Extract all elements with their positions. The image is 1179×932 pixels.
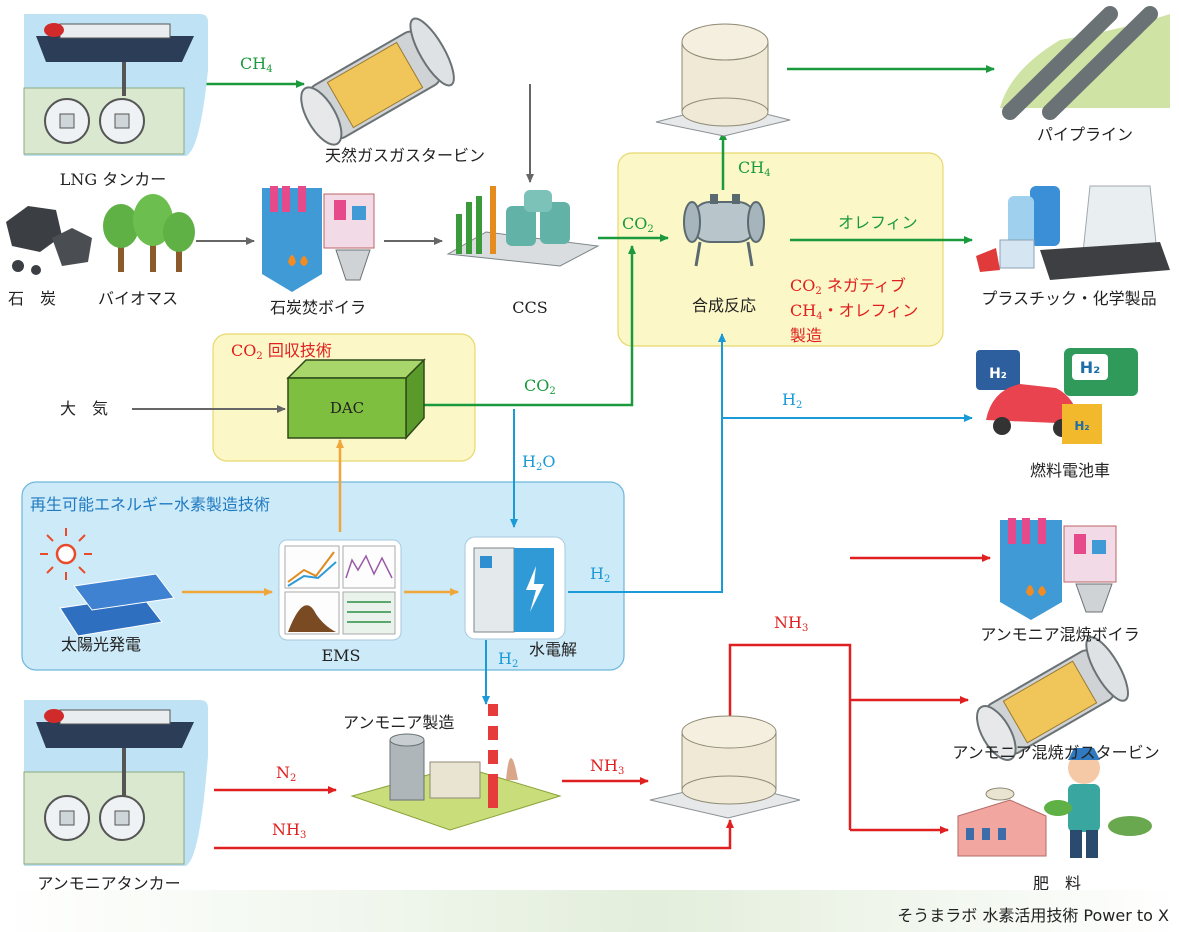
electrolysis-icon: [464, 536, 566, 640]
ems-icon: [278, 539, 402, 641]
fertilizer-label: 肥 料: [1032, 874, 1082, 893]
flow-label-olefin: オレフィン: [838, 213, 918, 232]
arrow-nh3-trunk: [728, 643, 852, 830]
ammonia-plant-label: アンモニア製造: [343, 713, 455, 732]
footer-band: [0, 890, 1179, 932]
electrolysis-label: 水電解: [529, 640, 578, 659]
synthesis-reactor-icon: [683, 194, 765, 267]
biomass-label: バイオマス: [98, 289, 179, 308]
dac-label: DAC: [329, 399, 365, 417]
pipeline-label: パイプライン: [1036, 125, 1134, 144]
ammonia-turbine-label: アンモニア混焼ガスタービン: [952, 743, 1160, 762]
solar-panel-icon: [40, 528, 175, 637]
coal-icon: [6, 206, 92, 275]
gas-turbine-label: 天然ガスガスタービン: [324, 146, 486, 165]
biomass-icon: [103, 194, 195, 272]
plastics-icon: [976, 185, 1170, 280]
co2-capture-title: CO2 回収技術: [231, 341, 332, 362]
coal-label: 石 炭: [8, 289, 57, 308]
solar-label: 太陽光発電: [60, 635, 142, 654]
coal-boiler-icon: [262, 186, 375, 292]
fertilizer-icon: [957, 748, 1152, 858]
ammonia-tanker-label: アンモニアタンカー: [37, 874, 181, 893]
ammonia-boiler-label: アンモニア混焼ボイラ: [980, 625, 1140, 644]
flow-label-h2o: H2O: [522, 452, 556, 473]
flow-label-n2: N2: [276, 763, 297, 784]
arrow-tanker-nh3: [214, 819, 734, 850]
svg-text:H₂: H₂: [989, 366, 1007, 382]
fcv-label: 燃料電池車: [1029, 461, 1111, 480]
flow-label-co2-dac: CO2: [524, 376, 556, 397]
ammonia-tanker-icon: [23, 700, 208, 866]
fuel-cell-vehicle-icon: H₂ H₂ H₂: [976, 348, 1138, 444]
lng-tanker-label: LNG タンカー: [59, 170, 167, 189]
flow-label-ch4-synthesis: CH4: [738, 158, 771, 179]
ems-label: EMS: [321, 646, 361, 665]
flow-label-h2-down: H2: [498, 649, 519, 670]
footer-caption: そうまラボ 水素活用技術 Power to X: [897, 906, 1169, 925]
dac-box: [286, 358, 426, 440]
coal-boiler-label: 石炭焚ボイラ: [269, 298, 367, 317]
gas-turbine-icon: [300, 17, 455, 146]
ccs-icon: [446, 186, 600, 267]
pipeline-icon: [1000, 6, 1170, 120]
svg-text:H₂: H₂: [1080, 358, 1100, 377]
ammonia-plant-icon: [350, 704, 562, 831]
plastics-label: プラスチック・化学製品: [981, 289, 1157, 308]
lng-tanker-icon: [23, 14, 208, 156]
renewable-h2-title: 再生可能エネルギー水素製造技術: [30, 495, 271, 514]
negative-emission-note: CO2 ネガティブ CH4・オレフィン 製造: [790, 276, 919, 345]
flow-label-co2-ccs: CO2: [622, 214, 654, 235]
svg-text:H₂: H₂: [1074, 419, 1089, 433]
flow-label-h2-fcv: H2: [782, 390, 803, 411]
ccs-label: CCS: [512, 298, 548, 317]
flow-label-nh3-tanker: NH3: [272, 820, 307, 841]
flow-label-nh3-plant: NH3: [590, 756, 625, 777]
arrow-dac-co2: [422, 245, 636, 407]
storage-tank-top-icon: [655, 23, 791, 137]
synthesis-group-box: [617, 152, 944, 347]
flow-label-nh3-split: NH3: [774, 613, 809, 634]
flow-label-ch4-top: CH4: [240, 54, 273, 75]
ammonia-boiler-icon: [1000, 518, 1117, 620]
flow-label-h2-electrolysis: H2: [590, 564, 611, 585]
synthesis-label: 合成反応: [691, 296, 757, 315]
air-label: 大 気: [60, 399, 109, 418]
storage-tank-bottom-icon: [649, 715, 801, 819]
arrow-electrolysis-h2: [568, 333, 726, 593]
ammonia-turbine-icon: [976, 636, 1129, 761]
